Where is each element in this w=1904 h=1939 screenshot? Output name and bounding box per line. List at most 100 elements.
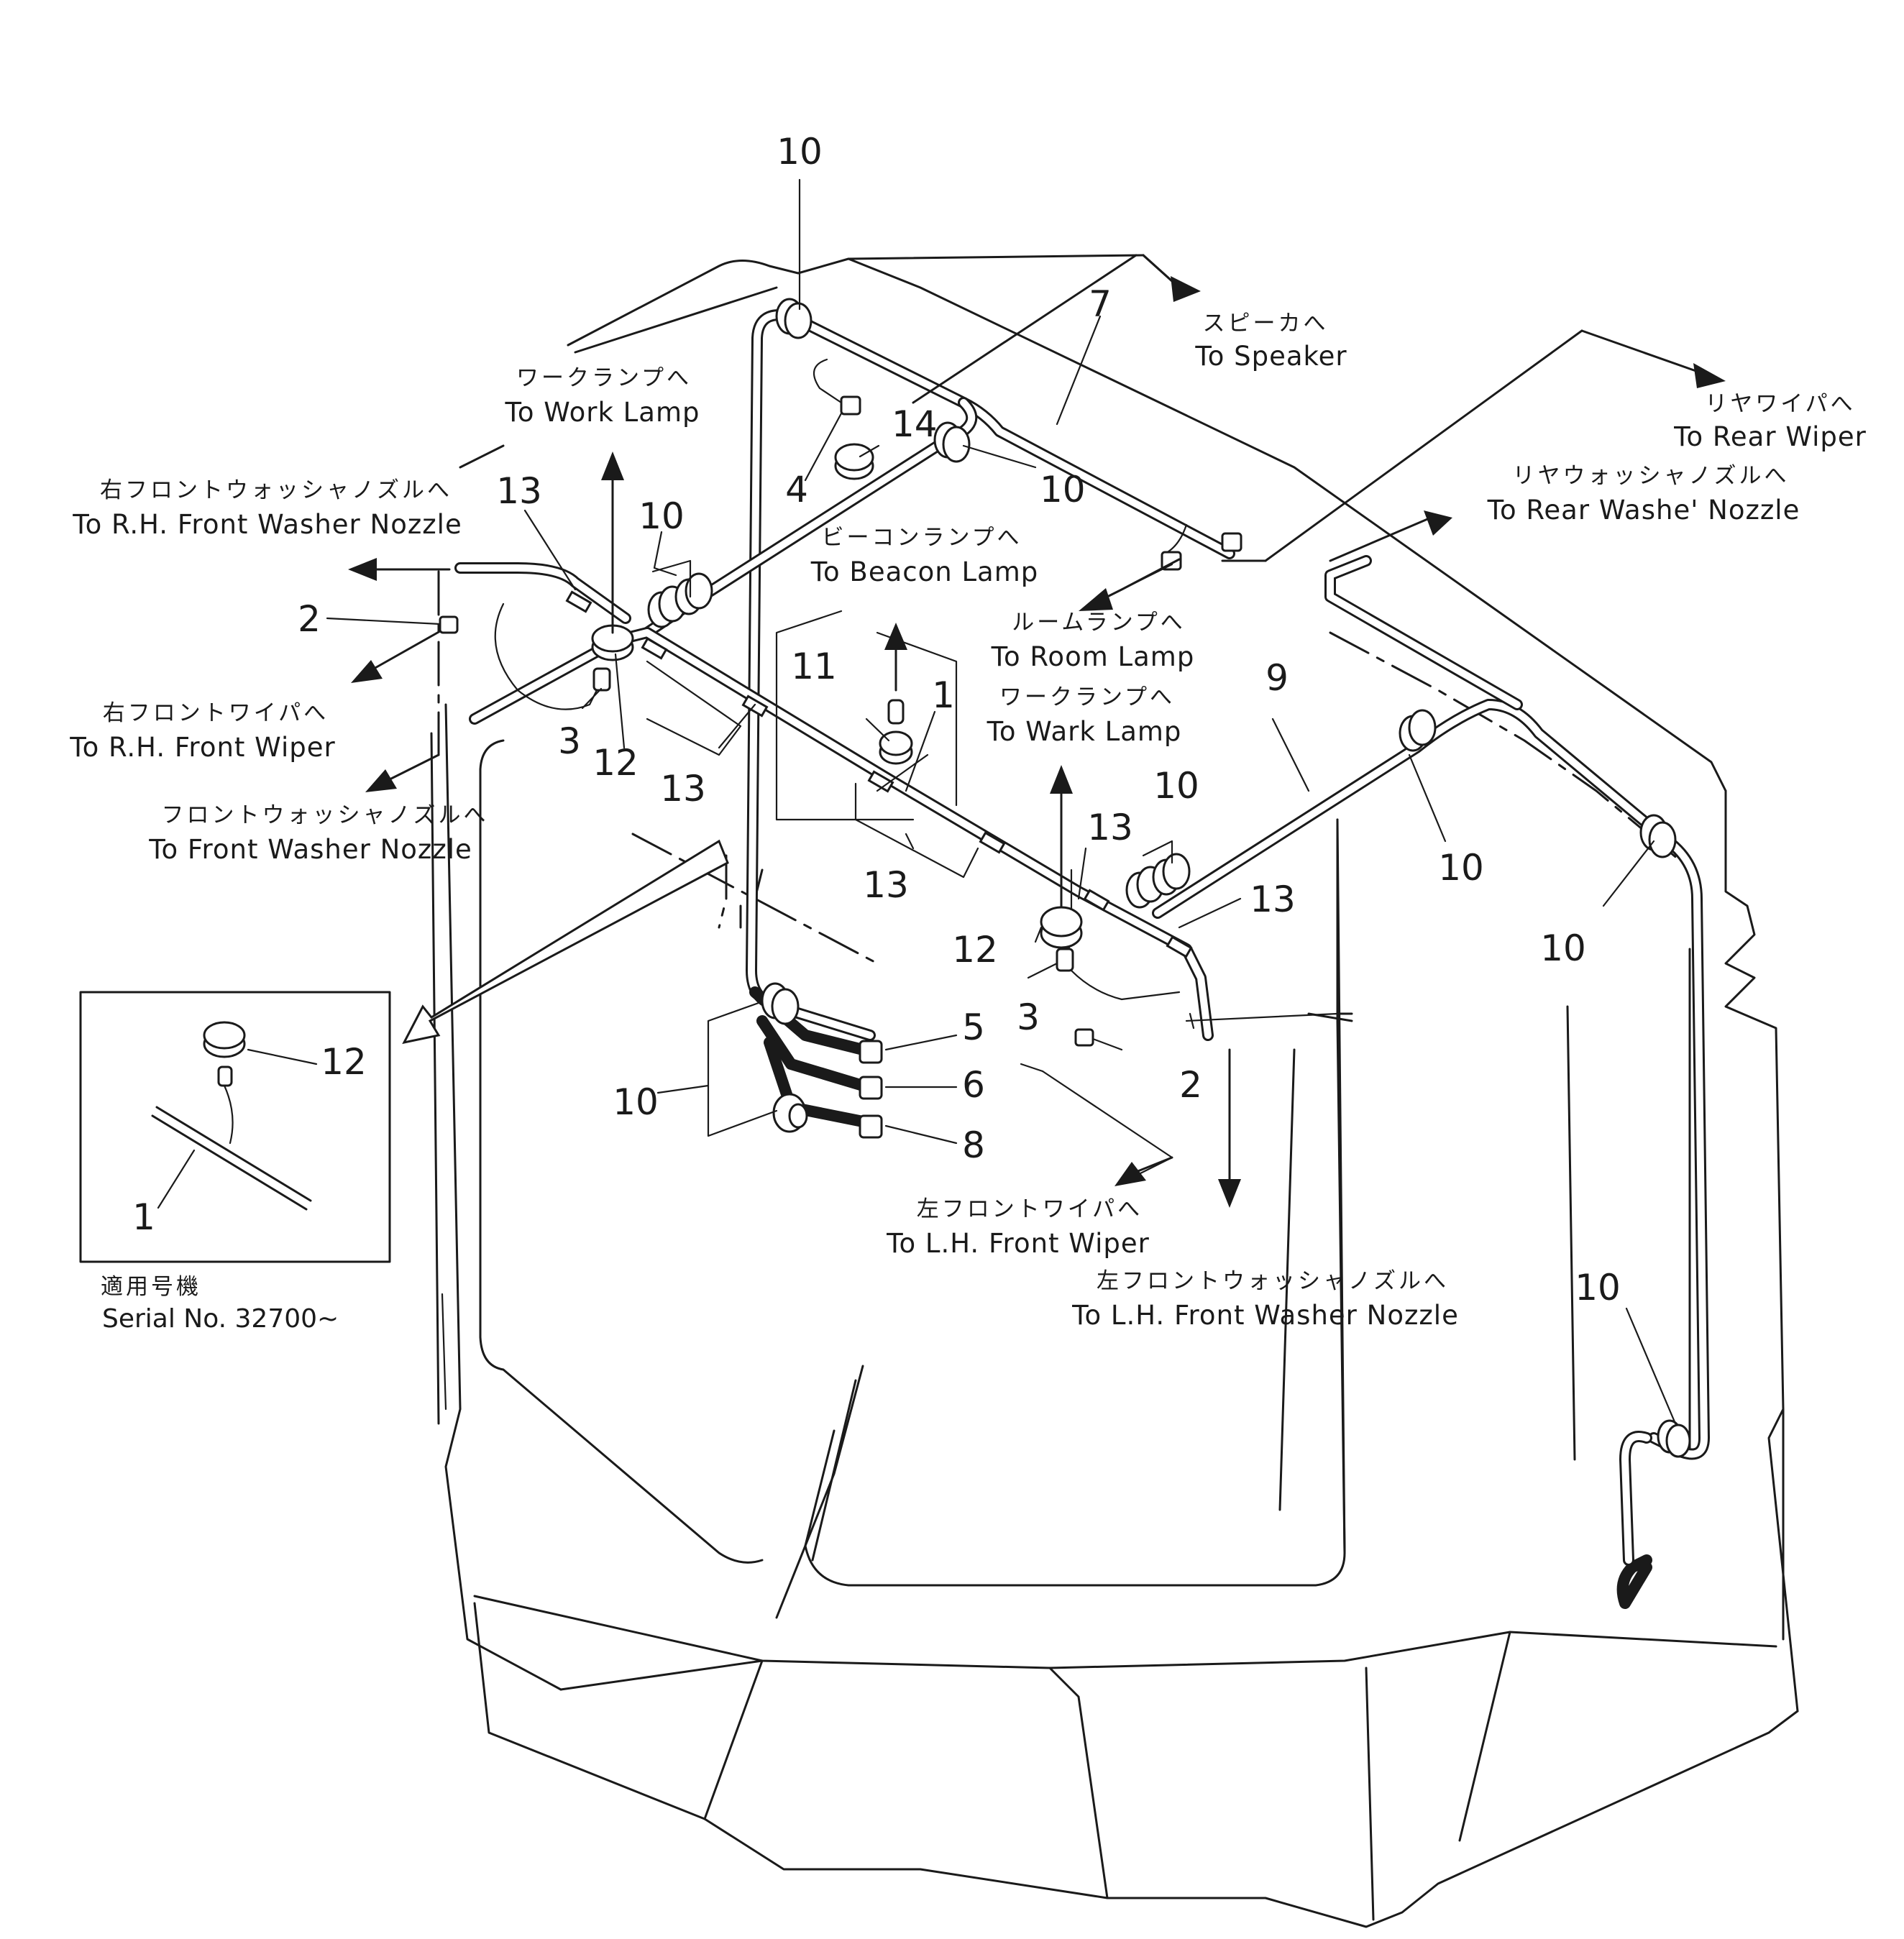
connector-5 bbox=[859, 1040, 883, 1064]
inset-pointer-arrow bbox=[402, 839, 729, 1045]
label-front-washer-en: To Front Washer Nozzle bbox=[148, 834, 472, 865]
callout-10-right: 10 bbox=[1438, 847, 1484, 889]
arrow-to-rh-front-washer bbox=[348, 558, 377, 581]
parts bbox=[439, 298, 1691, 1458]
label-work-lamp-left-en: To Work Lamp bbox=[505, 397, 700, 428]
clamp-13-c bbox=[741, 695, 769, 718]
connector-4 bbox=[840, 395, 861, 416]
label-speaker-en: To Speaker bbox=[1194, 341, 1347, 372]
callout-2-right: 2 bbox=[1179, 1064, 1202, 1106]
label-rh-front-wiper-en: To R.H. Front Wiper bbox=[69, 732, 335, 763]
callout-3-right: 3 bbox=[1017, 996, 1040, 1038]
cap-11 bbox=[879, 699, 913, 765]
label-rear-wiper-en: To Rear Wiper bbox=[1673, 421, 1867, 452]
grommet-loose bbox=[772, 1093, 808, 1133]
serial-label-jp: 適用号機 bbox=[101, 1274, 201, 1300]
inset-caption: 適用号機 Serial No. 32700~ bbox=[101, 1274, 339, 1334]
arrow-to-lh-front-wiper bbox=[1115, 1162, 1146, 1186]
arrow-to-work-lamp-right bbox=[1050, 765, 1073, 794]
connector-6 bbox=[859, 1076, 883, 1100]
callout-10-bottom-right: 10 bbox=[1575, 1267, 1621, 1308]
label-room-lamp-en: To Room Lamp bbox=[991, 641, 1195, 672]
label-lh-front-washer-en: To L.H. Front Washer Nozzle bbox=[1071, 1300, 1459, 1331]
callout-7: 7 bbox=[1089, 283, 1112, 325]
grommet-top bbox=[775, 298, 813, 339]
label-speaker-jp: スピーカへ bbox=[1203, 311, 1329, 336]
cab-outline bbox=[430, 254, 1799, 1928]
label-work-lamp-right-jp: ワークランプへ bbox=[999, 684, 1175, 710]
label-rh-front-washer-jp: 右フロントウォッシャノズルへ bbox=[100, 477, 452, 503]
arrow-to-beacon-lamp bbox=[884, 623, 907, 650]
clamp-13-g bbox=[1166, 935, 1193, 958]
callout-10-top: 10 bbox=[777, 131, 823, 173]
grommet-right-of-14 bbox=[933, 421, 971, 463]
callout-4: 4 bbox=[785, 469, 808, 510]
clamp-13-b bbox=[641, 637, 668, 660]
connector-2-right bbox=[1074, 1028, 1094, 1047]
cap-12-right bbox=[1040, 906, 1083, 949]
inset-callout-1: 1 bbox=[132, 1196, 155, 1238]
label-lh-front-wiper-jp: 左フロントワイパへ bbox=[917, 1196, 1143, 1222]
grommet-bottom-left bbox=[761, 982, 800, 1025]
label-beacon-lamp-en: To Beacon Lamp bbox=[810, 556, 1039, 587]
arrow-to-front-washer bbox=[365, 769, 397, 792]
destination-labels: スピーカへ To Speaker リヤワイパへ To Rear Wiper リヤ… bbox=[69, 311, 1867, 1331]
label-beacon-lamp-jp: ビーコンランプへ bbox=[821, 525, 1022, 551]
callout-13-center: 13 bbox=[863, 864, 909, 906]
callout-12-left: 12 bbox=[592, 742, 639, 784]
grommet-bottom-right bbox=[1657, 1419, 1691, 1458]
serial-label-en: Serial No. 32700~ bbox=[102, 1304, 339, 1334]
grommet-left-bracket bbox=[647, 572, 713, 628]
label-room-lamp-jp: ルームランプへ bbox=[1012, 610, 1186, 636]
arrow-to-rear-wiper bbox=[1693, 363, 1726, 388]
leader-lines bbox=[326, 178, 1677, 1425]
callout-3-left: 3 bbox=[558, 720, 581, 762]
connector-2-left bbox=[439, 615, 459, 634]
callout-11: 11 bbox=[791, 646, 837, 687]
cap-14 bbox=[834, 443, 874, 480]
callout-10-mid-right: 10 bbox=[1040, 469, 1086, 510]
grommet-right bbox=[1399, 709, 1437, 752]
arrow-to-rear-washer bbox=[1424, 510, 1452, 536]
callout-12-right: 12 bbox=[952, 929, 998, 971]
label-work-lamp-left-jp: ワークランプへ bbox=[516, 365, 692, 391]
clamp-13-f bbox=[1083, 889, 1110, 912]
label-rear-washer-en: To Rear Washe' Nozzle bbox=[1487, 495, 1800, 526]
inset-box bbox=[79, 991, 391, 1263]
label-lh-front-washer-jp: 左フロントウォッシャノズルへ bbox=[1097, 1268, 1449, 1294]
label-rh-front-wiper-jp: 右フロントワイパへ bbox=[103, 700, 329, 726]
clamp-13-e bbox=[979, 831, 1006, 854]
callout-10-far-right: 10 bbox=[1540, 927, 1586, 969]
cap-12-left bbox=[591, 624, 634, 661]
callout-1: 1 bbox=[932, 674, 955, 716]
callout-10-left-bracket: 10 bbox=[639, 495, 685, 537]
callout-8: 8 bbox=[962, 1124, 985, 1166]
connector-3-right bbox=[1056, 948, 1074, 972]
label-lh-front-wiper-en: To L.H. Front Wiper bbox=[886, 1228, 1150, 1259]
callout-14: 14 bbox=[892, 403, 938, 445]
connector-room-lamp-a bbox=[1221, 532, 1242, 552]
callout-13-left-lower: 13 bbox=[660, 768, 706, 810]
label-rear-wiper-jp: リヤワイパへ bbox=[1705, 391, 1855, 417]
callout-2-left: 2 bbox=[298, 598, 321, 640]
connector-8 bbox=[859, 1114, 883, 1139]
arrow-to-work-lamp-left bbox=[601, 451, 624, 480]
callout-13-left: 13 bbox=[496, 470, 542, 512]
callout-5: 5 bbox=[962, 1007, 985, 1048]
callout-13-right-a: 13 bbox=[1087, 807, 1133, 848]
callout-numbers: 10 7 14 4 10 13 10 2 3 12 13 11 1 13 9 1… bbox=[132, 131, 1621, 1308]
callout-13-right-b: 13 bbox=[1250, 879, 1296, 920]
callout-10-right-bracket: 10 bbox=[1153, 765, 1199, 807]
label-front-washer-jp: フロントウォッシャノズルへ bbox=[162, 802, 489, 828]
clamp-13-d bbox=[867, 770, 894, 793]
grommet-right-bracket bbox=[1125, 853, 1191, 909]
label-work-lamp-right-en: To Wark Lamp bbox=[987, 716, 1182, 747]
clamp-13-a bbox=[565, 590, 592, 613]
arrow-to-lh-front-washer bbox=[1218, 1179, 1241, 1208]
connector-3-left bbox=[592, 667, 611, 692]
callout-10-bottom-group: 10 bbox=[613, 1081, 659, 1123]
callout-6: 6 bbox=[962, 1064, 985, 1106]
arrow-to-rh-front-wiper bbox=[351, 660, 383, 683]
label-rh-front-washer-en: To R.H. Front Washer Nozzle bbox=[72, 509, 462, 540]
